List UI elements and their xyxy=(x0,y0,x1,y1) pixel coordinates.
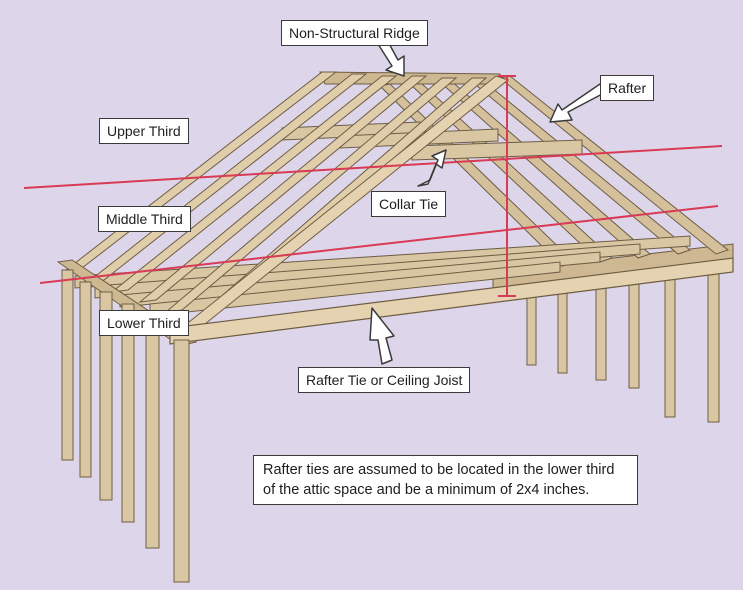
ridge-label: Non-Structural Ridge xyxy=(281,20,428,46)
callout-arrow-icon xyxy=(369,37,607,365)
thirds-guide-lines xyxy=(23,75,723,297)
front-wall-studs xyxy=(61,269,190,583)
rafter-tie-label: Rafter Tie or Ceiling Joist xyxy=(298,367,471,393)
rafter-label: Rafter xyxy=(600,75,655,101)
collar-tie-label: Collar Tie xyxy=(371,191,447,217)
upper-third-label: Upper Third xyxy=(99,118,189,144)
middle-third-label: Middle Third xyxy=(98,206,191,232)
lower-third-label: Lower Third xyxy=(99,310,189,336)
rafter-tie-note: Rafter ties are assumed to be located in… xyxy=(253,455,638,505)
note-line-1: Rafter ties are assumed to be located in… xyxy=(263,462,615,478)
note-line-2: of the attic space and be a minimum of 2… xyxy=(263,482,590,498)
front-beam xyxy=(169,257,734,345)
